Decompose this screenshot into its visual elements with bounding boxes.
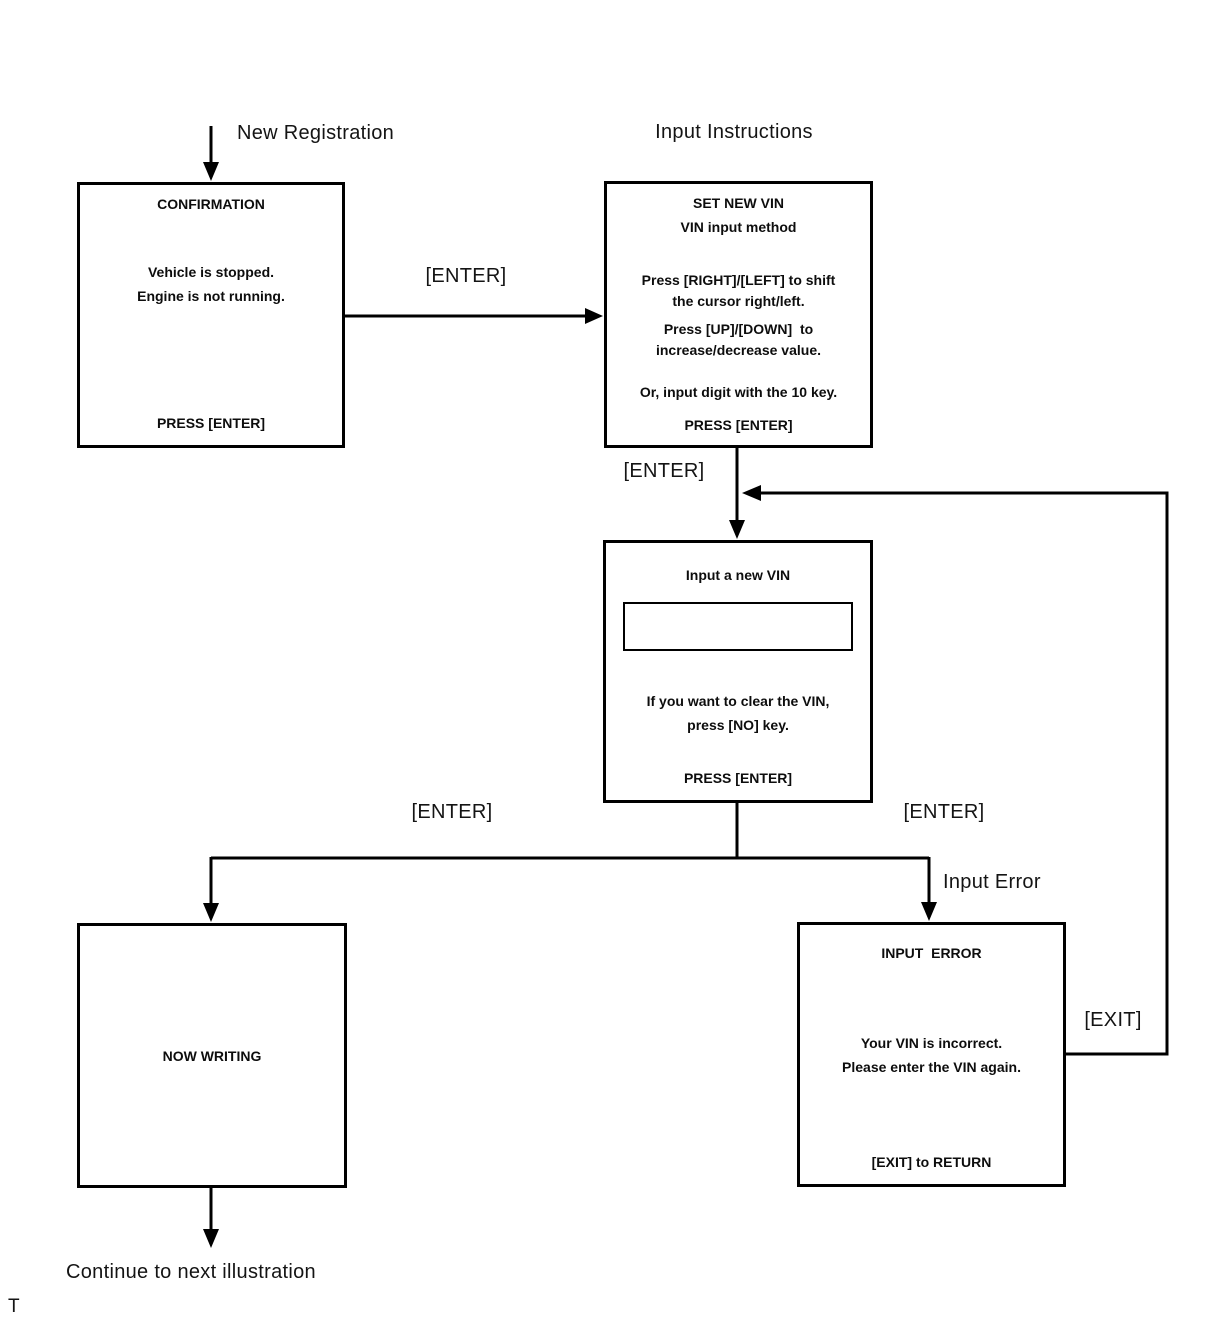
setnewvin-footer: PRESS [ENTER] — [684, 417, 793, 433]
arrow-nowwriting-to-continue — [203, 1188, 219, 1248]
page-footnote-t: T — [8, 1296, 20, 1317]
setnewvin-title-line2: VIN input method — [680, 219, 797, 235]
enter-label-confirmation: [ENTER] — [425, 265, 507, 287]
enter-label-left-branch: [ENTER] — [411, 801, 493, 823]
confirmation-body-line2: Engine is not running. — [137, 288, 285, 304]
setnewvin-body-line1: Press [RIGHT]/[LEFT] to shift — [641, 272, 836, 288]
arrow-confirmation-to-setnewvin — [345, 308, 603, 324]
inputvin-body-line1: If you want to clear the VIN, — [646, 693, 830, 709]
inputerror-title: INPUT ERROR — [881, 945, 982, 961]
exit-label: [EXIT] — [1084, 1009, 1142, 1031]
inputvin-title: Input a new VIN — [685, 567, 791, 583]
input-new-vin-screen-box: Input a new VIN If you want to clear the… — [603, 540, 873, 803]
nowwriting-title: NOW WRITING — [162, 1047, 262, 1064]
branch-inputvin-split — [203, 803, 937, 922]
input-error-screen-box: INPUT ERROR Your VIN is incorrect. Pleas… — [797, 922, 1066, 1187]
arrow-new-registration-entry — [203, 126, 219, 181]
inputerror-body-line2: Please enter the VIN again. — [842, 1059, 1021, 1075]
confirmation-body-line1: Vehicle is stopped. — [147, 264, 275, 280]
arrow-inputerror-exit-return — [742, 485, 1169, 1056]
setnewvin-body-line3: Press [UP]/[DOWN] to — [663, 321, 814, 337]
inputvin-body-line2: press [NO] key. — [687, 717, 789, 733]
enter-label-right-branch: [ENTER] — [903, 801, 985, 823]
setnewvin-body-line4: increase/decrease value. — [655, 342, 821, 358]
set-new-vin-screen-box: SET NEW VIN VIN input method Press [RIGH… — [604, 181, 873, 448]
inputvin-footer: PRESS [ENTER] — [683, 770, 793, 786]
setnewvin-body-line2: the cursor right/left. — [672, 293, 805, 309]
confirmation-footer: PRESS [ENTER] — [156, 415, 266, 431]
inputerror-footer: [EXIT] to RETURN — [871, 1154, 992, 1170]
now-writing-screen-box: NOW WRITING — [77, 923, 347, 1188]
continue-next-label: Continue to next illustration — [66, 1261, 316, 1283]
setnewvin-body-line5: Or, input digit with the 10 key. — [639, 384, 838, 400]
new-registration-label: New Registration — [237, 122, 395, 144]
enter-label-setnewvin: [ENTER] — [623, 460, 705, 482]
input-error-branch-label: Input Error — [943, 871, 1041, 893]
confirmation-screen-box: CONFIRMATION Vehicle is stopped. Engine … — [77, 182, 345, 448]
input-instructions-label: Input Instructions — [655, 121, 813, 143]
confirmation-title: CONFIRMATION — [157, 196, 265, 212]
inputerror-body-line1: Your VIN is incorrect. — [860, 1035, 1003, 1051]
vin-entry-field — [623, 602, 853, 651]
setnewvin-title-line1: SET NEW VIN — [692, 195, 784, 211]
arrow-setnewvin-to-inputvin — [729, 448, 745, 539]
